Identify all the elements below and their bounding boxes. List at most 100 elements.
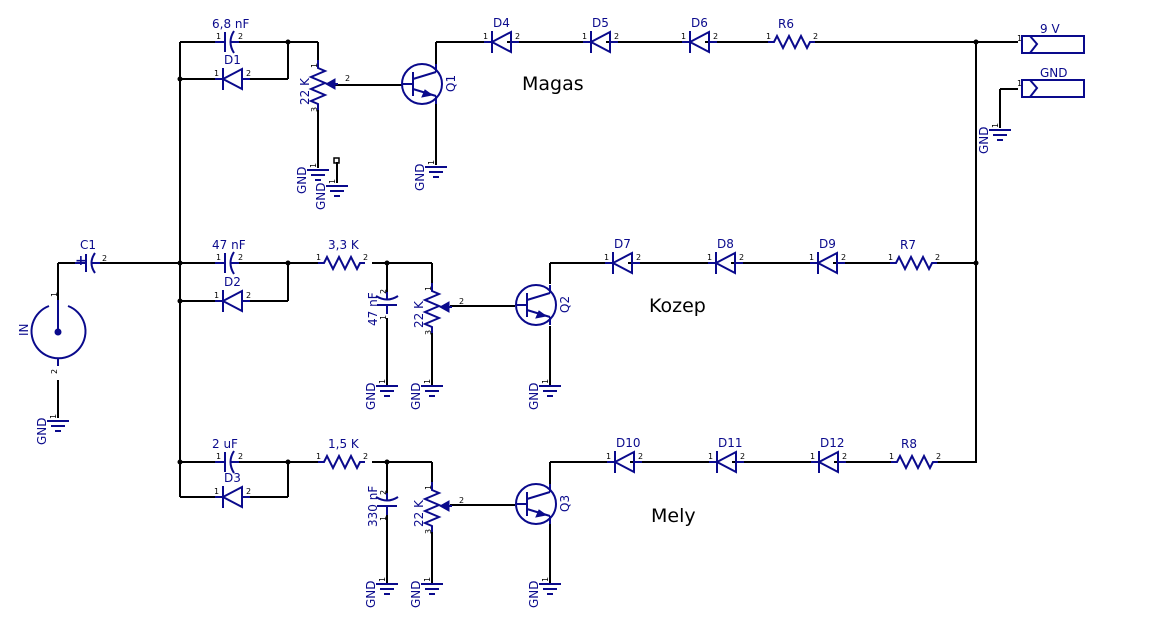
diode-label: D3 [224, 471, 241, 485]
pin-number: 2 [246, 69, 251, 78]
diode-label: D10 [616, 436, 641, 450]
diode-label: D6 [691, 16, 708, 30]
jack-center [54, 328, 62, 336]
ground-label: GND [364, 382, 378, 410]
component-label: C1 [80, 238, 96, 252]
pin-number: 1 [766, 32, 771, 41]
diode-triangle [220, 485, 243, 509]
input-label: IN [17, 323, 31, 336]
ground-label: GND [35, 417, 49, 445]
connector-vcc-label: 9 V [1040, 22, 1060, 36]
pin-number: 1 [991, 123, 1000, 128]
pin-number: 2 [246, 291, 251, 300]
transistor-emitter-arrow [421, 89, 434, 98]
resistor-zigzag [891, 453, 938, 471]
junction-dot [177, 260, 183, 266]
pin-number: 1 [214, 487, 219, 496]
connector-gnd: GND 1 [1017, 66, 1085, 98]
pin-number: 1 [316, 452, 321, 461]
diode-label: D2 [224, 275, 241, 289]
pot-zigzag [422, 482, 442, 532]
pin-number: 2 [238, 452, 243, 461]
diode-label: D7 [614, 237, 631, 251]
junction-dot [384, 459, 390, 465]
pin-number: 2 [238, 253, 243, 262]
diode-label: D12 [820, 436, 845, 450]
resistor-label: 3,3 K [328, 238, 360, 252]
pin-number: 2 [50, 369, 59, 374]
pot-value: 22 K [298, 77, 312, 105]
junction-dot [177, 459, 183, 465]
pin-number: 2 [813, 32, 818, 41]
capacitor-value: 47 nF [212, 238, 246, 252]
pin-number: 2 [636, 253, 641, 262]
diode-triangle [220, 67, 243, 91]
pin-number: 1 [214, 69, 219, 78]
transistor-collector [526, 491, 551, 500]
pin-number: 1 [49, 414, 58, 419]
polarity-plus: + [75, 253, 87, 269]
junction-dot [177, 298, 183, 304]
pin-number: 2 [713, 32, 718, 41]
pin-number: 1 [379, 516, 388, 521]
npn-transistor: Q1 [401, 63, 458, 105]
section-title-low: Mely [651, 505, 696, 527]
diode: 1 2 D6 [681, 16, 718, 54]
pin-number: 2 [379, 490, 388, 495]
pin-number: 1 [810, 452, 815, 461]
resistor-label: R7 [900, 238, 916, 252]
pin-number: 2 [841, 253, 846, 262]
pin-number: 2 [459, 297, 464, 306]
capacitor-value: 6,8 nF [212, 17, 250, 31]
pin-number: 1 [707, 253, 712, 262]
junction-dot [973, 260, 979, 266]
diode-label: D11 [718, 436, 743, 450]
test-point [333, 157, 340, 164]
transistor-emitter-arrow [535, 509, 548, 518]
transistor-label: Q3 [558, 495, 572, 512]
pin-number: 1 [216, 253, 221, 262]
pin-number: 2 [238, 32, 243, 41]
connector-body [1021, 35, 1085, 54]
transistor-label: Q2 [558, 296, 572, 313]
pin-number: 1 [888, 253, 893, 262]
pin-number: 1 [423, 577, 432, 582]
junction-dot [973, 39, 979, 45]
pin-number: 2 [102, 254, 107, 263]
pin-number: 1 [681, 32, 686, 41]
connector-gnd-label: GND [1040, 66, 1068, 80]
transistor-emitter-arrow [535, 310, 548, 319]
junction-dot [285, 39, 291, 45]
diode-label: D4 [493, 16, 510, 30]
ground-label: GND [364, 580, 378, 608]
input-jack: IN 1 2 [17, 292, 87, 374]
pin-number: 1 [606, 452, 611, 461]
diode-label: D5 [592, 16, 609, 30]
ground-label: GND [977, 126, 991, 154]
pin-number: 1 [483, 32, 488, 41]
ground-label: GND [527, 580, 541, 608]
section-title-mid: Kozep [649, 295, 706, 317]
pin-number: 1 [541, 379, 550, 384]
diode-label: D1 [224, 53, 241, 67]
pin-number: 1 [809, 253, 814, 262]
pin-number: 3 [310, 107, 319, 112]
